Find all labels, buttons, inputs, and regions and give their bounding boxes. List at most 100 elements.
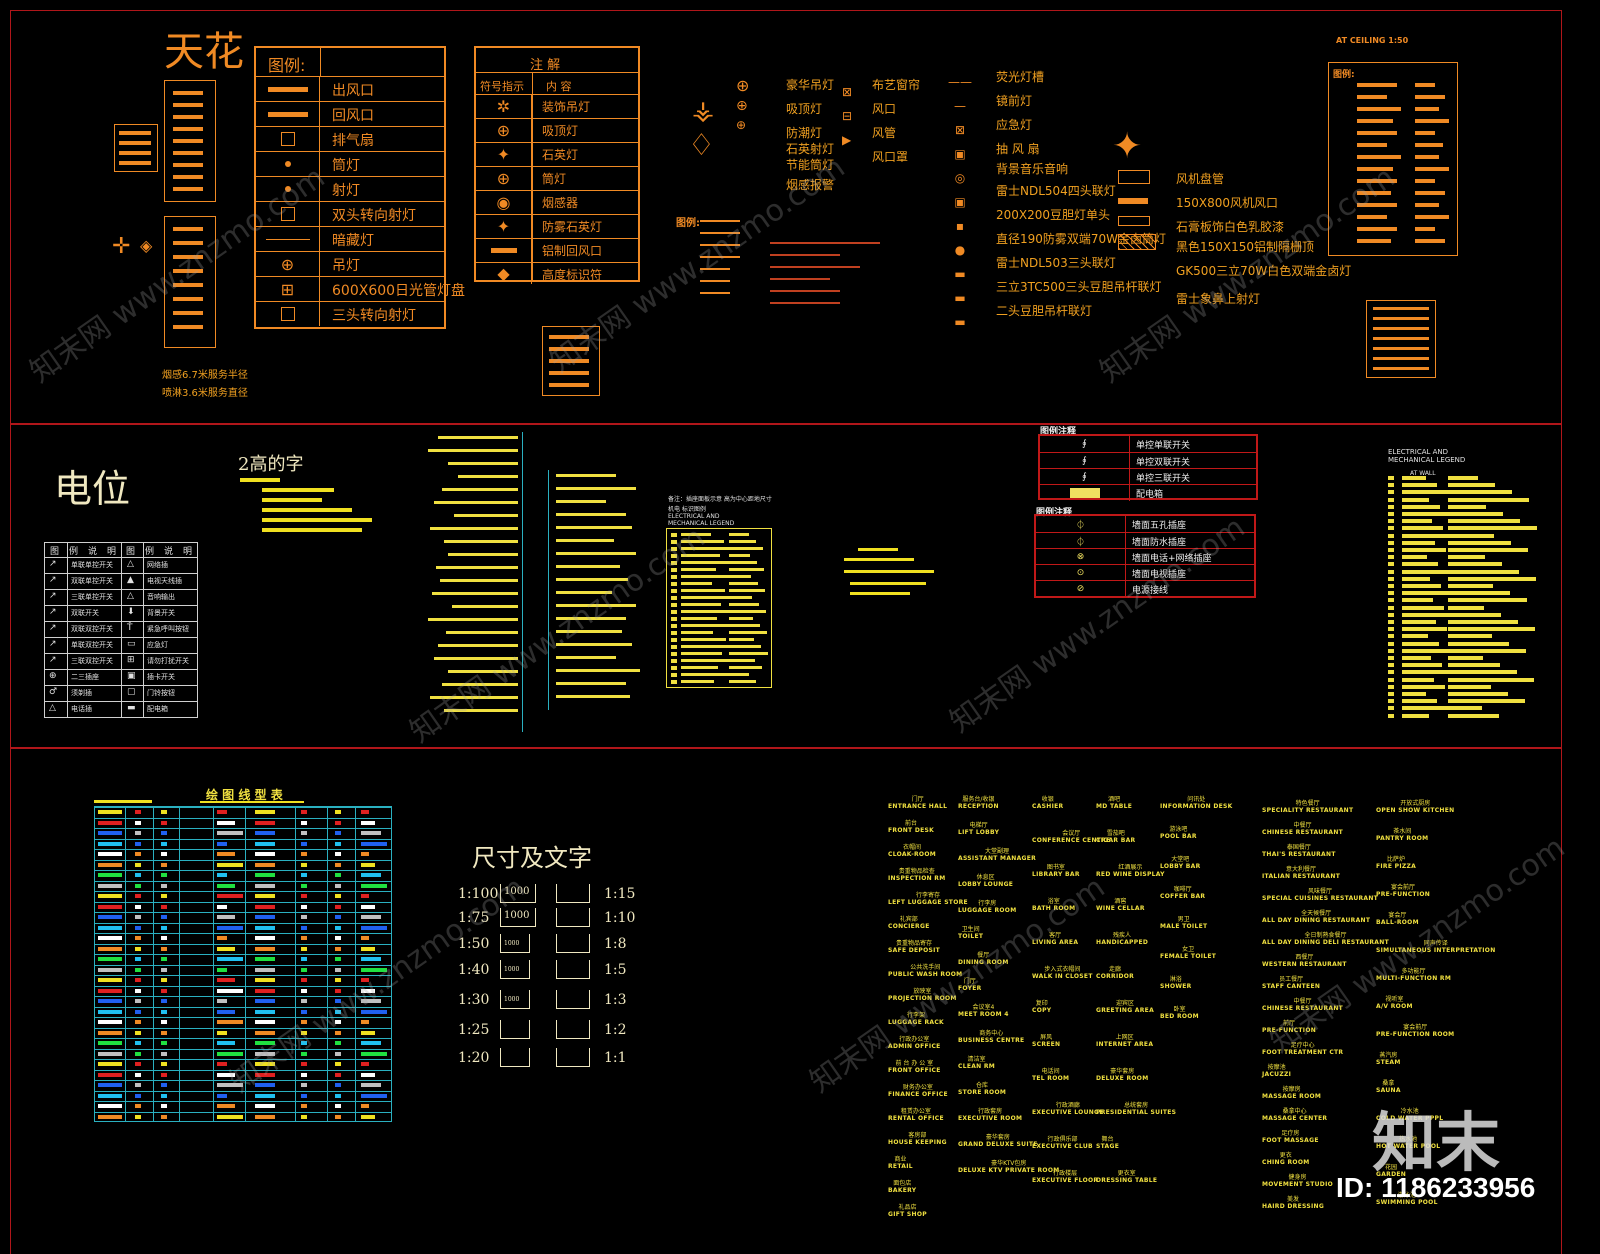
socket-icon: ⊘: [1036, 581, 1126, 597]
mech-label-bar: [729, 603, 759, 606]
annotation-bar: [454, 514, 518, 517]
room-label-en: PUBLIC WASH ROOM: [888, 971, 963, 979]
line-sample: [135, 883, 141, 888]
annotation-bar: [438, 644, 518, 647]
grid-col-line: [153, 807, 154, 1121]
legend-symbol: [1388, 641, 1394, 646]
legend-label-bar: [1402, 533, 1454, 538]
legend-label-bar: [1402, 512, 1451, 516]
line-sample: [161, 1093, 167, 1098]
room-label-en: FINANCE OFFICE: [888, 1091, 948, 1099]
mech-symbol: [671, 547, 677, 551]
legend-label-bar: [1448, 476, 1478, 480]
line-sample: [361, 1114, 375, 1119]
dimension-bracket: [556, 1020, 590, 1039]
grid-row-line: [95, 859, 391, 861]
grid-row-line: [95, 1017, 391, 1018]
line-sample: [135, 946, 141, 951]
room-label-en: SWIMMING POOL: [1376, 1199, 1438, 1207]
annotation-bar: [556, 578, 628, 581]
ceiling-mini-legend: [700, 218, 760, 308]
line-sample: [217, 1114, 243, 1119]
room-label-cn: 前厅: [1283, 1020, 1296, 1027]
table-cell: 单联单控开关: [71, 561, 113, 569]
socket-item: 墙面五孔插座: [1132, 521, 1187, 531]
line-sample: [361, 988, 375, 993]
room-label-cn: 服务台/收银: [962, 796, 995, 803]
mech-label-bar: [681, 659, 735, 662]
room-label-cn: 行李房: [978, 900, 997, 907]
room-label-en: FIRE PIZZA: [1376, 863, 1417, 871]
room-label-cn: 豪华KTV包房: [991, 1160, 1027, 1167]
line-sample: [161, 1051, 167, 1056]
ceiling-symbol-stack-2: [114, 124, 158, 172]
room-label-cn: 按摩房: [1282, 1086, 1301, 1093]
legend-label-bar: [1402, 684, 1445, 689]
legend-label-bar: [1448, 548, 1528, 552]
socket-icon: ⊞: [127, 655, 135, 665]
room-label-cn: 迎宾区: [1116, 1000, 1135, 1007]
switch-icon: ↗: [49, 559, 57, 569]
annotation-bar: [556, 643, 632, 646]
legend-label-bar: [1402, 591, 1452, 596]
legend-symbol: [1388, 526, 1394, 531]
legend-label-bar: [1402, 490, 1448, 495]
room-label-en: BAKERY: [888, 1187, 917, 1195]
table-cell: 背景开关: [147, 609, 175, 617]
room-label-cn: 行李寄存: [915, 892, 940, 899]
legend-label-bar: [1448, 656, 1483, 660]
line-sample: [361, 841, 387, 846]
room-label-en: FOYER: [958, 985, 982, 993]
legend-label-bar: [1402, 663, 1442, 668]
room-label-cn: 客房部: [908, 1132, 927, 1139]
grid-row-line: [95, 1111, 391, 1113]
line-sample: [255, 852, 275, 856]
line-sample: [301, 852, 307, 856]
line-sample: [361, 1093, 387, 1098]
line-sample: [217, 1041, 235, 1045]
room-label-cn: 多功能厅: [1401, 968, 1426, 975]
mech-symbol: [671, 659, 677, 663]
room-label-en: ADMIN OFFICE: [888, 1043, 941, 1051]
line-sample: [301, 1083, 307, 1087]
line-sample: [217, 915, 235, 919]
line-sample: [255, 1093, 275, 1098]
ceiling-far-symbols: [1118, 170, 1156, 260]
line-sample: [335, 904, 341, 909]
line-sample: [361, 1072, 375, 1077]
ceiling-symbol-stack-1: [164, 80, 216, 202]
mech-symbol: [671, 554, 677, 558]
table-cell: 插卡开关: [147, 673, 175, 681]
line-sample: [335, 967, 341, 972]
far-item: 黑色150X150铝制隔栅顶: [1176, 240, 1315, 254]
mech-label-bar: [681, 589, 725, 592]
ceiling-scale-header: AT CEILING 1:50: [1336, 36, 1409, 45]
mech-label-bar: [681, 540, 724, 543]
line-sample: [255, 894, 275, 898]
mech-label-bar: [729, 568, 764, 571]
mech-symbol: [671, 680, 677, 684]
room-label-en: RED WINE DISPLAY: [1096, 871, 1165, 879]
line-sample: [217, 810, 227, 814]
ceiling-far-list: 风机盘管 150X800风机风口 石膏板饰白色乳胶漆 黑色150X150铝制隔栅…: [1176, 170, 1351, 314]
far-item: 石膏板饰白色乳胶漆: [1176, 220, 1285, 234]
line-sample: [135, 915, 141, 919]
notes-item: 筒灯: [542, 172, 567, 186]
